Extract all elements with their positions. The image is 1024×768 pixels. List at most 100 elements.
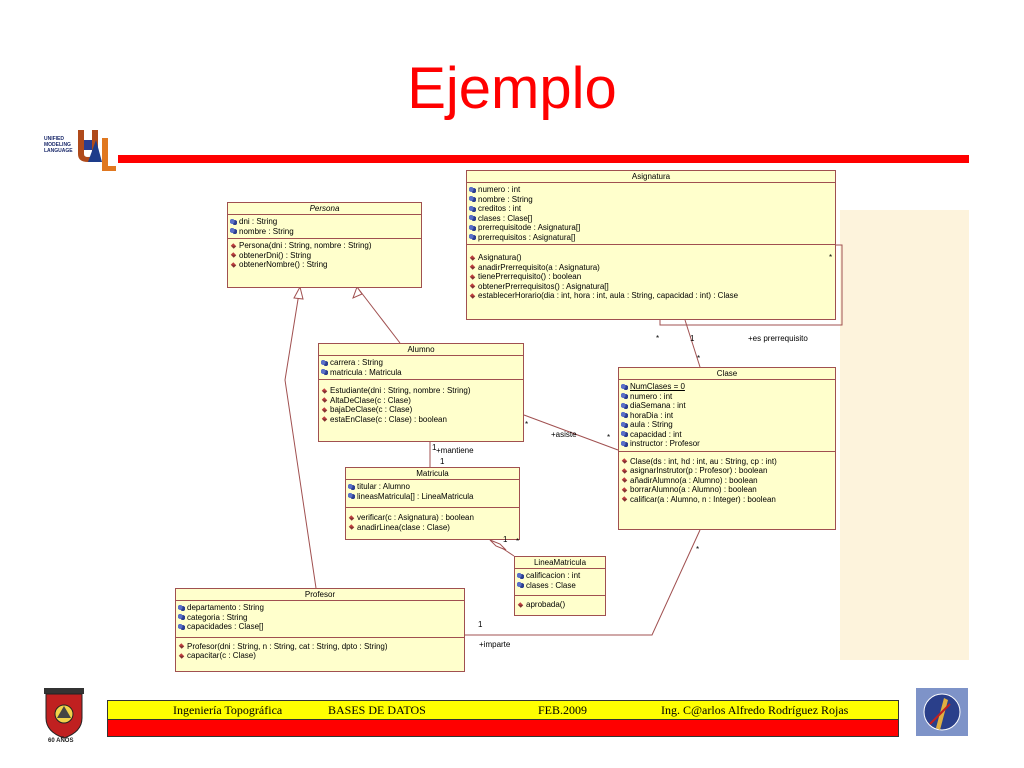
attribute-icon [321,359,328,366]
operation-icon [178,652,185,659]
faculty-logo [916,688,968,736]
alumno-generalization-arrow [352,285,363,299]
attribute-row: dni : String [230,217,419,227]
uml-logo-icon [78,130,116,171]
operations-section: aprobada() [515,596,605,612]
role-mantiene: +mantiene [436,446,474,455]
attribute-row: numero : int [621,392,833,402]
logo-caption: 60 AÑOS [48,738,74,744]
class-name: Asignatura [467,171,835,183]
logo-text-unified: UNIFIED [44,136,64,142]
attribute-row: lineasMatricula[] : LineaMatricula [348,492,517,502]
attribute-row: categoria : String [178,613,462,623]
attribute-row: titular : Alumno [348,482,517,492]
multiplicity-imparte-profesor: 1 [478,620,483,629]
footer-course: Ingeniería Topográfica [173,703,283,717]
class-clase[interactable]: Clase NumClases = 0 numero : int diaSema… [618,367,836,530]
operation-row: obtenerPrerrequisitos() : Asignatura[] [469,282,833,292]
multiplicity-imparte-clase: * [696,545,700,554]
class-persona[interactable]: Persona dni : String nombre : String Per… [227,202,422,288]
operation-icon [469,254,476,261]
attributes-section: numero : int nombre : String creditos : … [467,183,835,245]
attribute-row: prerrequisitode : Asignatura[] [469,223,833,233]
attribute-icon [348,493,355,500]
operation-icon [321,387,328,394]
operation-row: asignarInstrutor(p : Profesor) : boolean [621,466,833,476]
operation-row: estaEnClase(c : Clase) : boolean [321,415,521,425]
operation-row: Profesor(dni : String, n : String, cat :… [178,642,462,652]
class-name: Clase [619,368,835,380]
operation-icon [621,486,628,493]
role-imparte: +imparte [479,640,511,649]
operation-icon [321,406,328,413]
operation-row: capacitar(c : Clase) [178,651,462,661]
operation-icon [321,416,328,423]
alumno-clase-asiste [523,414,619,451]
operation-row: añadirAlumno(a : Alumno) : boolean [621,476,833,486]
operation-row: establecerHorario(dia : int, hora : int,… [469,291,833,301]
operation-row: Estudiante(dni : String, nombre : String… [321,386,521,396]
footer-author: Ing. C@arlos Alfredo Rodríguez Rojas [661,703,849,717]
attributes-section: NumClases = 0 numero : int diaSemana : i… [619,380,835,452]
attribute-row: capacidad : int [621,430,833,440]
attribute-icon [178,623,185,630]
class-lineamatricula[interactable]: LineaMatricula calificacion : int clases… [514,556,606,616]
profesor-generalization-arrow [293,285,304,300]
operation-icon [621,496,628,503]
attributes-section: dni : String nombre : String [228,215,421,239]
attribute-icon [469,196,476,203]
class-name: Profesor [176,589,464,601]
attributes-section: carrera : String matricula : Matricula [319,356,523,380]
multiplicity-asignatura-self-top: * [829,253,833,262]
profesor-clase-imparte [465,529,701,636]
logo-text-modeling: MODELING [44,142,71,148]
attribute-row: instructor : Profesor [621,439,833,449]
attribute-row: matricula : Matricula [321,368,521,378]
profesor-inherits-persona [284,286,317,589]
attribute-row: nombre : String [230,227,419,237]
class-profesor[interactable]: Profesor departamento : String categoria… [175,588,465,672]
class-asignatura[interactable]: Asignatura numero : int nombre : String … [466,170,836,320]
attribute-row: horaDia : int [621,411,833,421]
alumno-inherits-persona [356,286,401,344]
footer-date: FEB.2009 [538,703,588,717]
attribute-row: nombre : String [469,195,833,205]
operation-icon [321,397,328,404]
operations-section: Clase(ds : int, hd : int, au : String, c… [619,452,835,507]
operation-icon [621,467,628,474]
operation-icon [469,264,476,271]
attribute-icon [621,421,628,428]
operation-row: Clase(ds : int, hd : int, au : String, c… [621,457,833,467]
attribute-icon [469,215,476,222]
multiplicity-linea-star: * [516,537,520,546]
class-name: Matricula [346,468,519,480]
uml-logo: UNIFIED MODELING LANGUAGE [44,128,118,174]
attribute-icon [621,412,628,419]
university-shield-icon [44,688,84,739]
operation-icon [469,273,476,280]
role-es-prerrequisito: +es prerrequisito [748,334,808,343]
attribute-icon [230,228,237,235]
multiplicity-asignatura-self: * [656,334,660,343]
operations-section: Profesor(dni : String, n : String, cat :… [176,638,464,663]
multiplicity-mantiene-bottom: 1 [440,457,445,466]
operation-icon [230,242,237,249]
attribute-icon [469,205,476,212]
operation-icon [469,283,476,290]
operation-row: bajaDeClase(c : Clase) [321,405,521,415]
operation-row: aprobada() [517,600,603,610]
operation-row: calificar(a : Alumno, n : Integer) : boo… [621,495,833,505]
operation-row: Asignatura() [469,253,833,263]
class-alumno[interactable]: Alumno carrera : String matricula : Matr… [318,343,524,442]
footer-red-bar [107,719,899,737]
attribute-row: diaSemana : int [621,401,833,411]
attribute-icon [178,604,185,611]
attribute-row: carrera : String [321,358,521,368]
operation-icon [348,514,355,521]
attribute-row: clases : Clase[] [469,214,833,224]
attribute-row: creditos : int [469,204,833,214]
attribute-row: capacidades : Clase[] [178,622,462,632]
class-matricula[interactable]: Matricula titular : Alumno lineasMatricu… [345,467,520,540]
attribute-row: NumClases = 0 [621,382,833,392]
